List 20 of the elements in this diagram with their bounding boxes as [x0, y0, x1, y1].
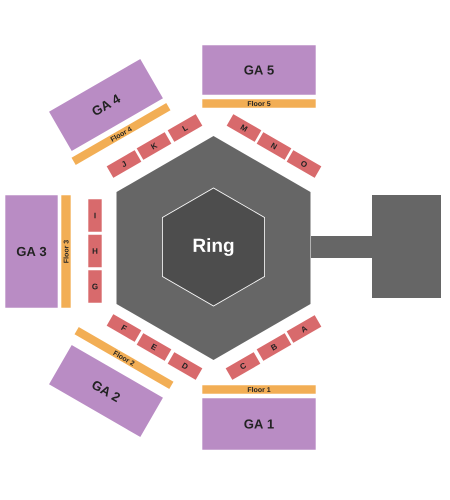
seat-section: C [224, 351, 262, 381]
seat-section: E [136, 332, 172, 362]
stage [372, 195, 441, 298]
seat-section: A [286, 314, 322, 344]
seat-section: L [166, 113, 204, 143]
ring: Ring [162, 188, 265, 306]
seat-section: J [106, 149, 142, 179]
seat-section: B [256, 332, 292, 362]
seat-section: G [88, 270, 102, 304]
seat-section: M [226, 113, 262, 143]
seat-section: D [166, 351, 204, 381]
seat-section: K [136, 131, 172, 161]
seat-section: I [88, 198, 102, 232]
ga-section: GA 3 [4, 194, 58, 308]
ga-section: GA 1 [202, 398, 316, 450]
seat-section: N [256, 131, 292, 161]
seat-section: F [106, 313, 142, 343]
ga-section: GA 5 [202, 44, 316, 96]
seat-section: H [88, 234, 102, 268]
seat-section: O [286, 149, 322, 179]
